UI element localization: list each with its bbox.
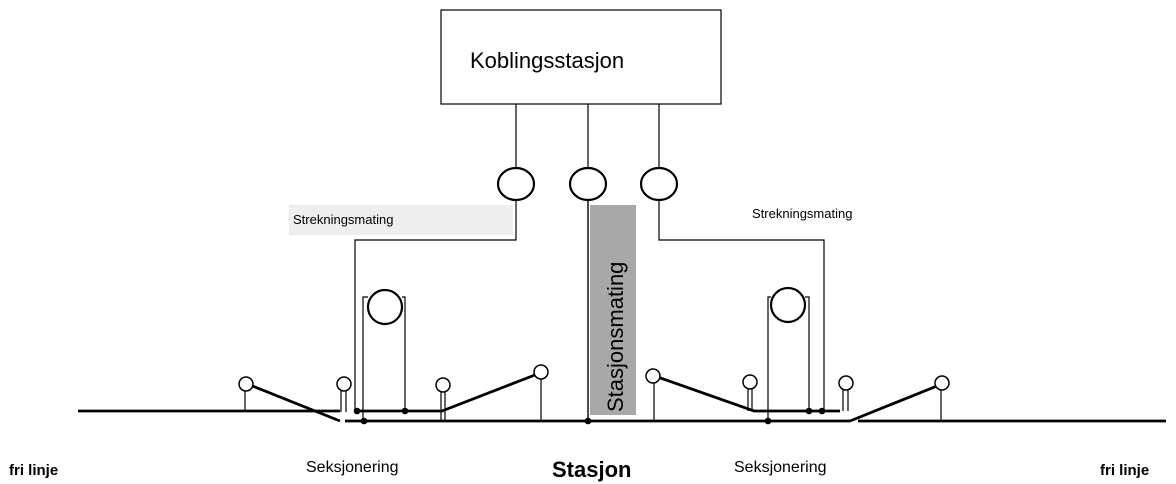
signal-2 — [336, 376, 352, 412]
station-feed-label: Stasjonsmating — [603, 262, 628, 412]
track-right-switch — [849, 382, 943, 423]
connection-dot-2 — [360, 417, 368, 425]
signal-1 — [238, 376, 254, 411]
section-loop-right — [767, 296, 771, 420]
signal-4 — [533, 364, 549, 420]
signal-7 — [838, 375, 854, 411]
breaker-right — [639, 166, 679, 202]
connection-dot-5 — [764, 417, 772, 425]
station-label: Stasjon — [552, 457, 631, 482]
line-feed-left-label: Strekningsmating — [293, 212, 393, 227]
sectioning-left-label: Seksjonering — [306, 459, 399, 476]
breaker-center — [568, 166, 608, 202]
line-feed-left-bg — [289, 205, 513, 235]
signal-5 — [645, 368, 661, 420]
sectioning-right-label: Seksjonering — [734, 459, 827, 476]
line-feed-left-wire — [354, 200, 517, 412]
connection-dot-6 — [805, 407, 813, 415]
line-feed-right-label: Strekningsmating — [752, 206, 852, 221]
signal-3 — [435, 377, 451, 420]
switch-station-box — [440, 9, 722, 105]
breaker-left — [496, 166, 536, 202]
connection-dot-3 — [401, 407, 409, 415]
section-breaker-right — [769, 286, 807, 324]
open-line-right-label: fri linje — [1100, 462, 1149, 479]
switch-station-label: Koblingsstasjon — [470, 48, 624, 73]
station-feed-bg — [590, 205, 636, 415]
signal-6 — [742, 374, 758, 411]
connection-dot-4 — [584, 417, 592, 425]
connection-dot-1 — [353, 407, 361, 415]
section-loop-right-2 — [805, 296, 810, 411]
section-breaker-left — [366, 288, 404, 326]
track-left-siding — [355, 371, 541, 413]
line-feed-right-wire — [658, 200, 825, 410]
signal-8 — [934, 375, 950, 421]
section-loop-left — [362, 296, 368, 420]
open-line-left-label: fri linje — [9, 462, 58, 479]
connection-dot-7 — [818, 407, 826, 415]
track-left-switch — [244, 381, 341, 423]
section-loop-left-2 — [402, 296, 406, 411]
